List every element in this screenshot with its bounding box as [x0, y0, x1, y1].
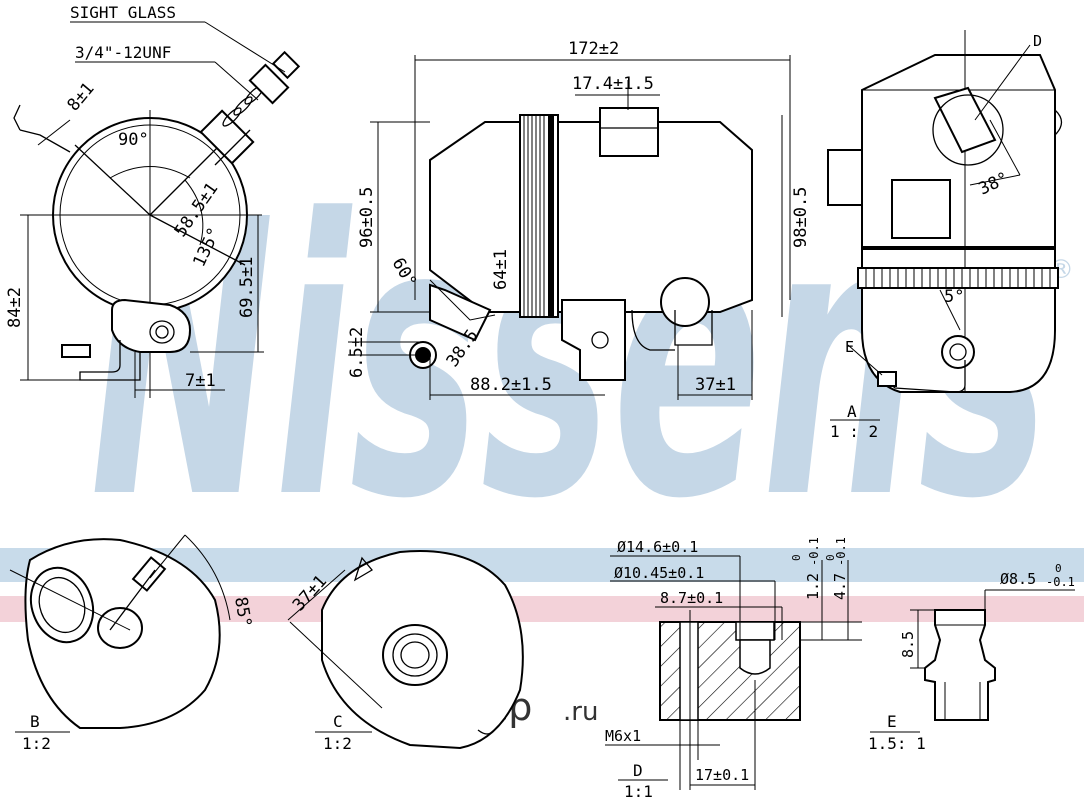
dim-7: 7±1 — [185, 371, 216, 391]
dim-1-2-tol-upper: 0 — [790, 554, 803, 561]
view-B-letter: B — [30, 712, 40, 731]
dim-85-angle: 85° — [230, 595, 255, 629]
dim-88-2: 88.2±1.5 — [470, 375, 552, 395]
dim-5-angle: 5° — [944, 287, 964, 307]
dim-4-7-tol-lower: -0.1 — [834, 537, 848, 566]
view-C-scale: 1:2 — [323, 734, 352, 753]
callout-sight-glass: SIGHT GLASS — [70, 3, 176, 22]
dim-17-4: 17.4±1.5 — [572, 74, 654, 94]
dim-64: 64±1 — [491, 249, 511, 290]
view-A-letter: A — [847, 402, 857, 421]
dim-98: 98±0.5 — [791, 187, 811, 248]
dim-4-7: 4.7 — [831, 573, 849, 600]
dim-17: 17±0.1 — [695, 766, 749, 784]
dim-37: 37±1 — [695, 375, 736, 395]
dim-84: 84±2 — [5, 287, 25, 328]
view-D-scale: 1:1 — [624, 782, 653, 800]
dim-172: 172±2 — [568, 39, 619, 59]
view-marker-E: E — [845, 338, 854, 356]
view-E-fitting: E 1.5: 1 — [868, 589, 1075, 753]
dim-8-5-height: 8.5 — [899, 631, 917, 658]
dim-69: 69.5±1 — [237, 257, 257, 318]
view-B-scale: 1:2 — [22, 734, 51, 753]
dim-m6x1: M6x1 — [605, 727, 641, 745]
dim-4-7-tol-upper: 0 — [824, 554, 837, 561]
center-side-view — [348, 55, 791, 400]
dim-1-2: 1.2 — [804, 573, 822, 600]
dim-90-angle: 90° — [118, 130, 149, 150]
left-end-view — [13, 21, 301, 398]
view-C: C 1:2 — [287, 550, 524, 753]
dim-8: 8±1 — [64, 79, 99, 115]
view-B: B 1:2 — [9, 534, 231, 753]
right-view-A — [827, 30, 1063, 393]
dim-d10-45: Ø10.45±0.1 — [614, 564, 704, 582]
dim-d8-5: Ø8.5 — [1000, 570, 1036, 588]
view-E-scale: 1.5: 1 — [868, 734, 926, 753]
dim-1-2-tol-lower: -0.1 — [807, 537, 821, 566]
dim-96: 96±0.5 — [357, 187, 377, 248]
dim-d8-5-tol-upper: 0 — [1055, 562, 1062, 575]
view-C-letter: C — [333, 712, 343, 731]
view-D-section: D 1:1 — [605, 555, 862, 800]
view-D-letter: D — [633, 761, 643, 780]
dim-d14-6: Ø14.6±0.1 — [617, 538, 698, 556]
view-A-scale: 1 : 2 — [830, 422, 878, 441]
abcp-logo-suffix: .ru — [563, 697, 598, 727]
dim-6-5: 6.5±2 — [347, 327, 367, 378]
view-E-letter: E — [887, 712, 897, 731]
dim-d8-5-tol-lower: -0.1 — [1046, 575, 1075, 589]
dim-8-7: 8.7±0.1 — [660, 589, 723, 607]
callout-thread: 3/4"-12UNF — [75, 43, 171, 62]
view-marker-D: D — [1033, 32, 1042, 50]
view-label-A: A 1 : 2 — [830, 402, 880, 441]
